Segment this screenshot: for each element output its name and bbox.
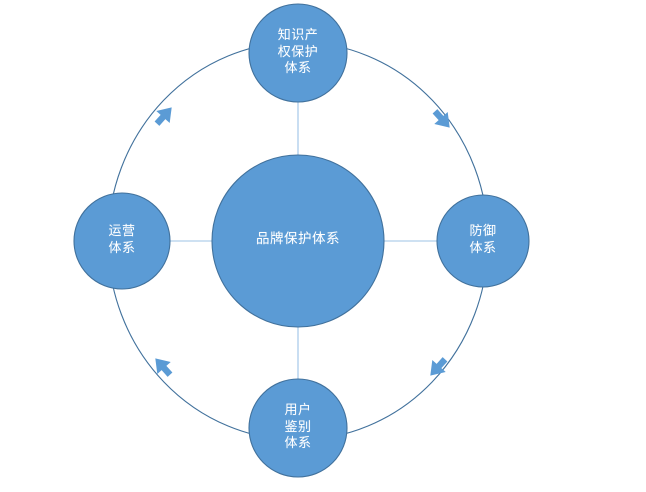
node-circles-group [73, 3, 530, 478]
arrow-up-right-icon [154, 107, 172, 126]
node-circle-defense[interactable] [436, 194, 530, 288]
arrow-down-left-icon [430, 357, 448, 376]
connector-group [170, 102, 437, 379]
cycle-arrowheads-group [154, 107, 450, 377]
node-circle-ip[interactable] [248, 3, 348, 103]
node-circle-center[interactable] [211, 154, 385, 328]
node-circle-user-id[interactable] [248, 378, 348, 478]
arrow-up-left-icon [155, 358, 173, 377]
node-circle-operations[interactable] [73, 192, 171, 290]
arrow-down-right-icon [432, 109, 450, 128]
